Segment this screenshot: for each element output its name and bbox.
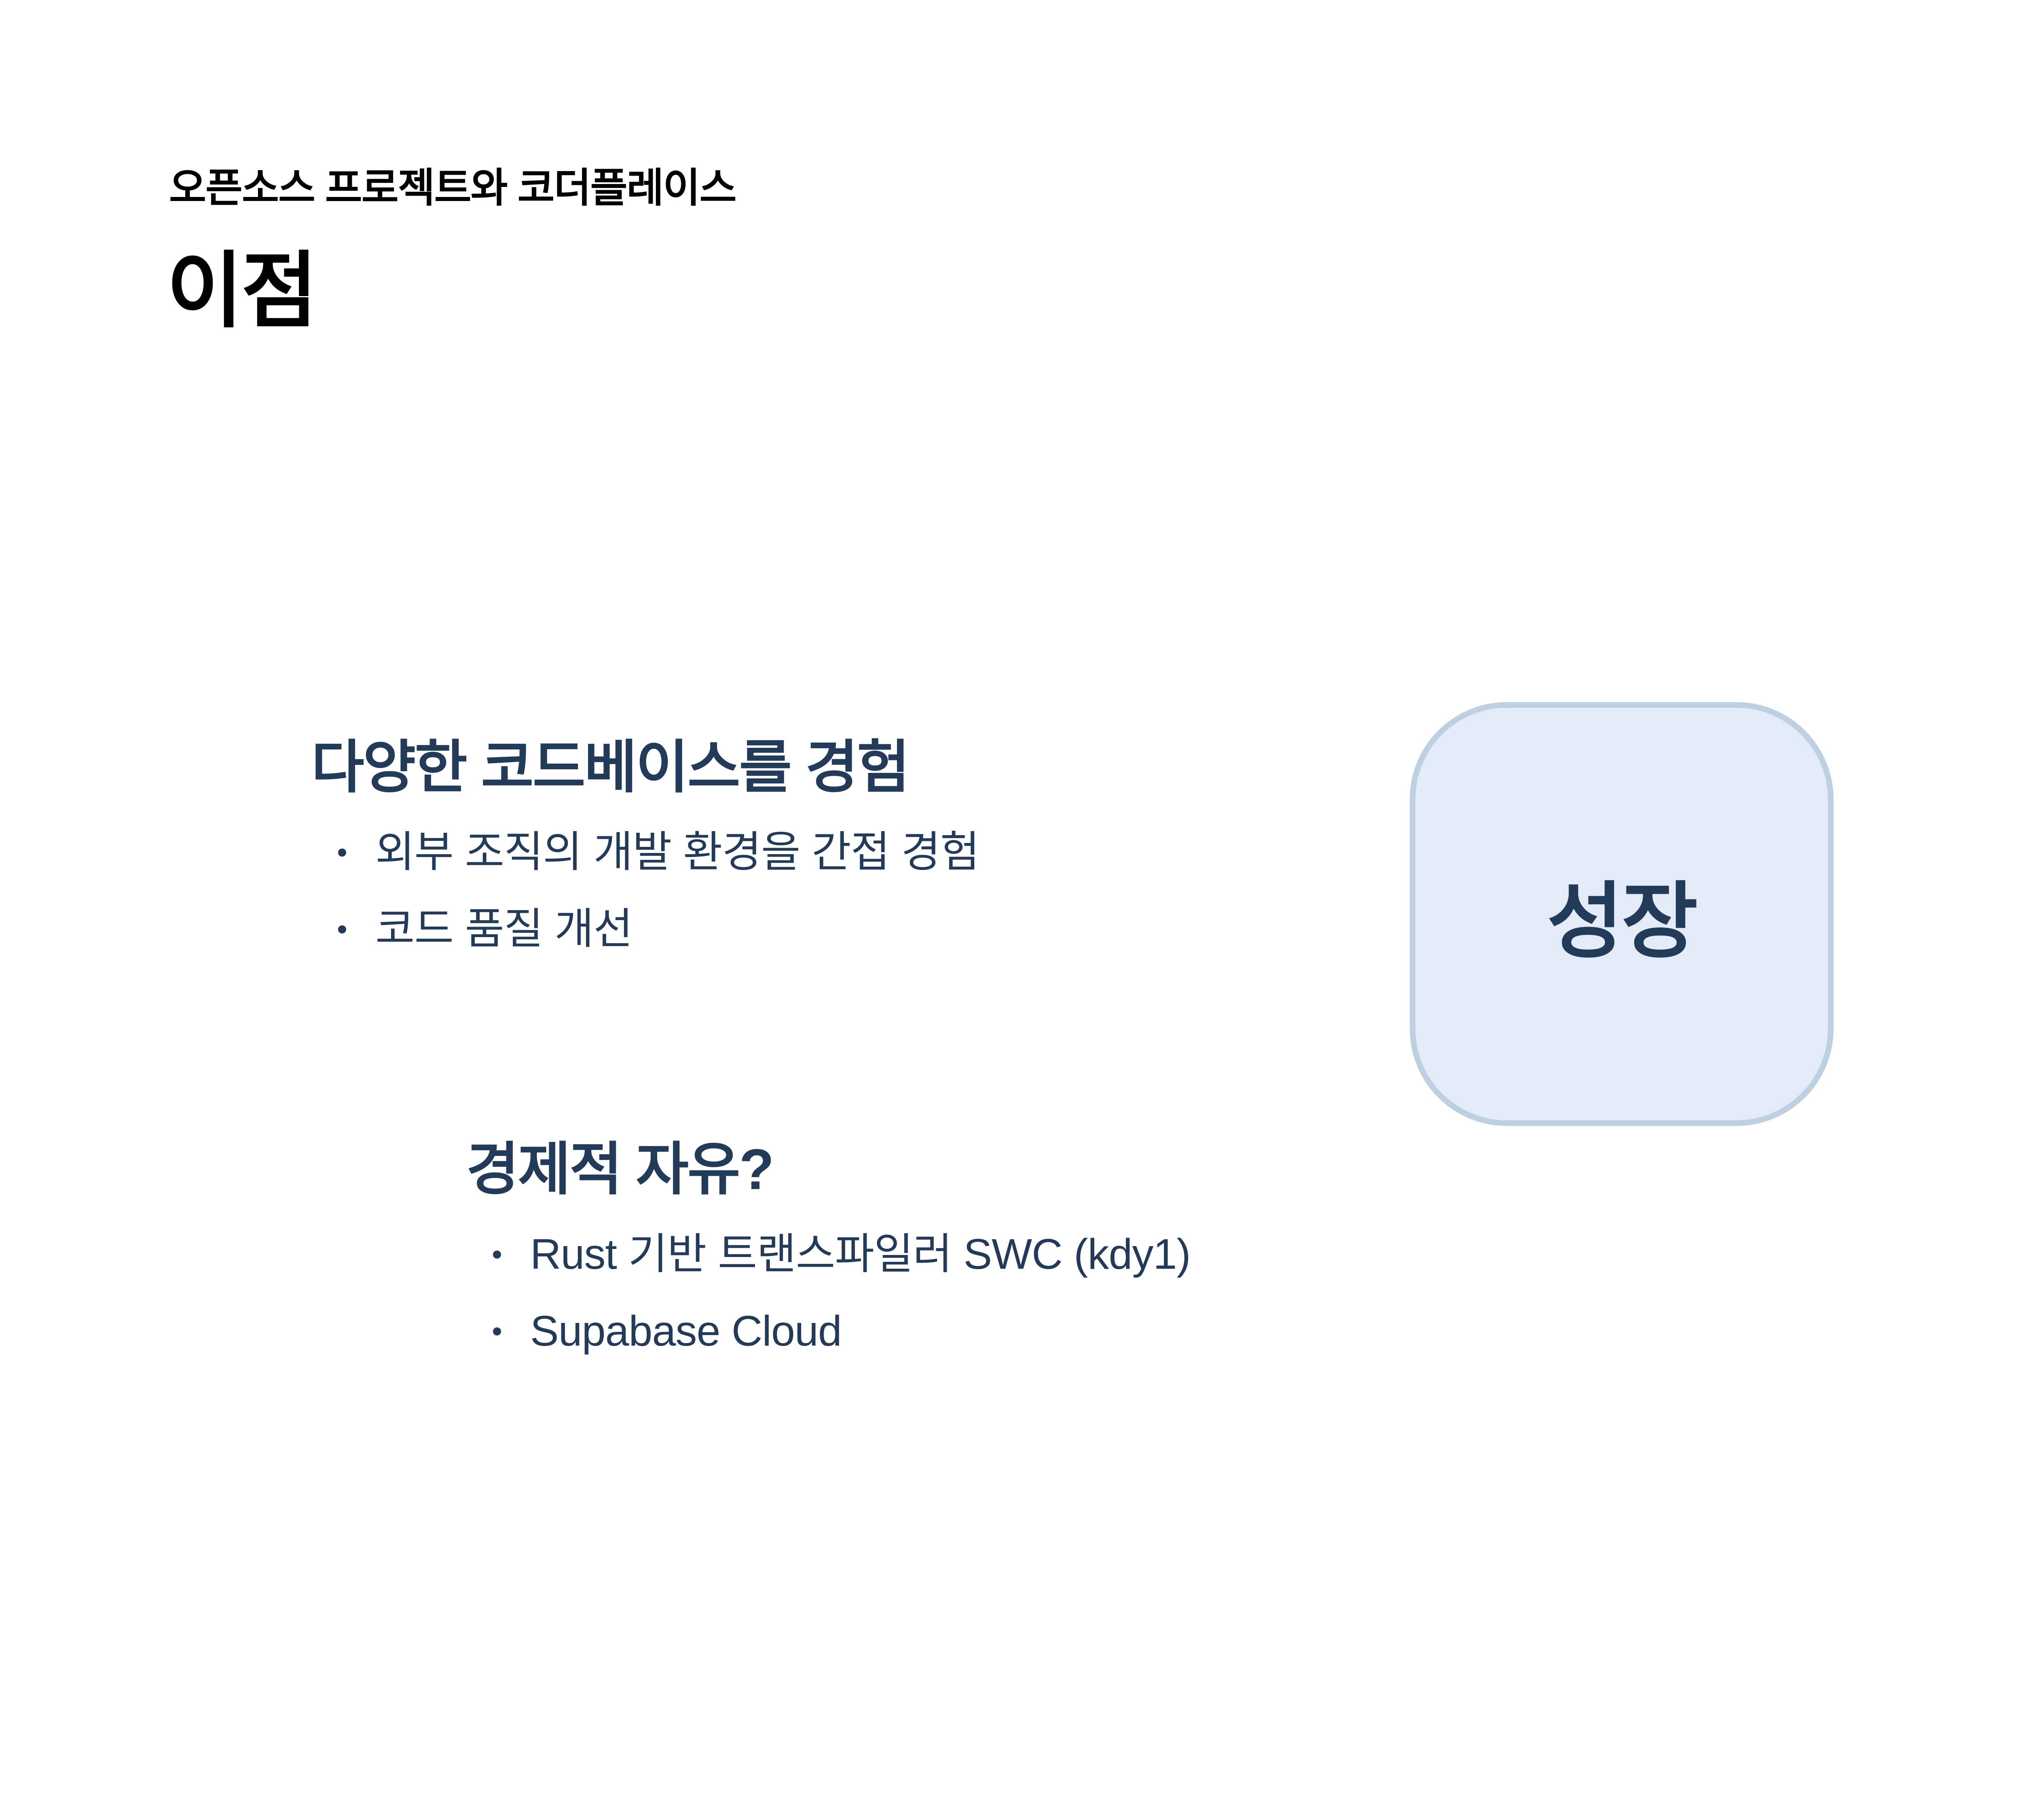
benefit-group-codebase: 다양한 코드베이스를 경험 외부 조직의 개발 환경을 간접 경험 코드 품질 … [311,731,980,967]
bullet-list: 외부 조직의 개발 환경을 간접 경험 코드 품질 개선 [311,814,980,967]
list-item: Supabase Cloud [466,1293,1191,1369]
group-heading: 다양한 코드베이스를 경험 [311,735,910,800]
bullet-icon [493,1251,501,1259]
list-item: 코드 품질 개선 [311,891,979,967]
bullet-icon [338,925,346,933]
list-item: Rust 기반 트랜스파일러 SWC (kdy1) [466,1216,1191,1293]
center-node-label: 성장 [1547,875,1698,968]
list-item: 외부 조직의 개발 환경을 간접 경험 [311,814,980,891]
bullet-icon [493,1327,501,1335]
list-item-text: Rust 기반 트랜스파일러 SWC (kdy1) [530,1230,1191,1278]
bullet-icon [338,849,346,857]
list-item-text: 코드 품질 개선 [375,905,633,953]
list-item-text: Supabase Cloud [530,1307,842,1355]
group-heading: 경제적 자유? [466,1137,774,1202]
center-node-growth: 성장 [1410,702,1834,1126]
slide-subtitle: 오픈소스 프로젝트와 코더플레이스 [169,165,737,211]
slide-title: 이점 [167,245,317,337]
list-item-text: 외부 조직의 개발 환경을 간접 경험 [375,828,980,876]
benefit-group-economic: 경제적 자유? Rust 기반 트랜스파일러 SWC (kdy1) Supaba… [466,1133,1191,1369]
bullet-list: Rust 기반 트랜스파일러 SWC (kdy1) Supabase Cloud [466,1216,1191,1369]
